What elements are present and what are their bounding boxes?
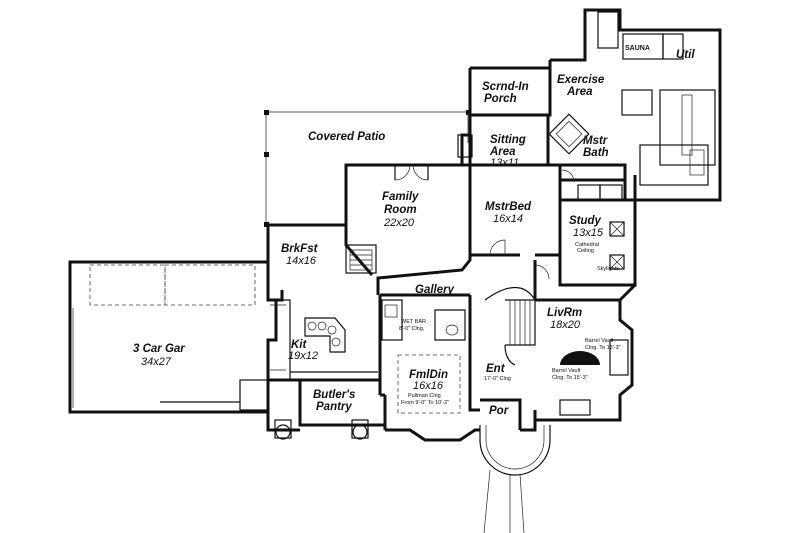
screened-porch-name1: Scrnd-In — [482, 81, 529, 93]
sitting-area-dim: 13x11 — [490, 157, 519, 169]
exercise-area-name2: Area — [566, 86, 593, 98]
interior-details — [270, 11, 716, 440]
master-bed-name: MstrBed — [485, 201, 532, 213]
exercise-area-name1: Exercise — [557, 74, 605, 86]
butlers-pantry-name2: Pantry — [316, 401, 352, 413]
master-bath-name2: Bath — [583, 147, 609, 159]
covered-patio — [264, 110, 471, 227]
living-room-note1b: Clng. To 13'-3" — [585, 345, 621, 351]
study-name: Study — [569, 215, 602, 227]
gallery-name: Gallery — [415, 284, 455, 296]
room-labels: 3 Car Gar 34x27 Covered Patio Family Roo… — [133, 45, 695, 417]
sitting-area-name1: Sitting — [490, 134, 526, 146]
garage-dim: 34x27 — [141, 356, 172, 368]
living-room-dim: 18x20 — [550, 319, 581, 331]
living-room-note1a: Barrel Vault — [585, 338, 614, 344]
kitchen-dim: 19x12 — [288, 350, 318, 362]
living-room-note2b: Clng. To 15'-3" — [552, 375, 588, 381]
study-dim: 13x15 — [573, 227, 604, 239]
study-note2: Skylights — [597, 266, 619, 272]
kitchen-name: Kit — [291, 339, 308, 351]
garage-area — [68, 260, 278, 414]
family-room-name1: Family — [382, 191, 419, 203]
entry-note: 17'-0" Clng — [484, 376, 511, 382]
formal-dining-dim: 16x16 — [413, 380, 444, 392]
living-room-note2a: Barrel Vault — [552, 368, 581, 374]
covered-patio-name: Covered Patio — [308, 131, 385, 143]
breakfast-dim: 14x16 — [286, 255, 317, 267]
portico-name: Por — [489, 405, 509, 417]
sitting-area-name2: Area — [489, 146, 516, 158]
utility-name: Util — [676, 49, 695, 61]
entry-name: Ent — [486, 363, 506, 375]
master-bed-dim: 16x14 — [493, 213, 523, 225]
formal-dining-note1: Pullman Clng — [408, 393, 441, 399]
wet-bar-name: WET BAR — [401, 319, 426, 325]
formal-dining-note2: From 9'-0" To 10'-2" — [401, 400, 449, 406]
study-note1a: Cathedral — [575, 242, 599, 248]
portico-walk — [479, 425, 551, 533]
formal-dining-name: FmlDin — [409, 369, 448, 381]
butlers-pantry-name1: Butler's — [313, 389, 355, 401]
family-room-name2: Room — [384, 204, 417, 216]
sauna-name: SAUNA — [625, 45, 650, 52]
living-room-name: LivRm — [547, 307, 582, 319]
wet-bar-note: 8'-0" Clng. — [399, 326, 425, 332]
master-bath-name1: Mstr — [583, 135, 608, 147]
screened-porch-name2: Porch — [484, 93, 517, 105]
study-note1b: Ceiling — [577, 248, 594, 254]
garage-name: 3 Car Gar — [133, 343, 185, 355]
family-room-dim: 22x20 — [383, 217, 415, 229]
breakfast-name: BrkFst — [281, 243, 319, 255]
